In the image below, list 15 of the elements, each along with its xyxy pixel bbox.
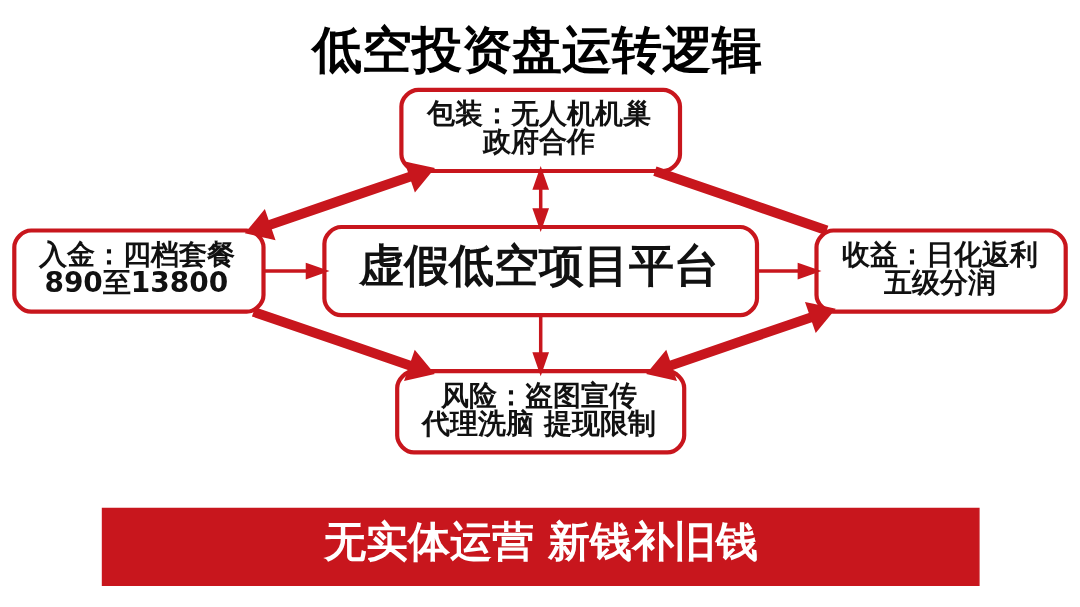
- arrow: [532, 165, 550, 232]
- arrow: [251, 306, 435, 381]
- arrow: [244, 160, 435, 240]
- arrow: [532, 314, 550, 376]
- node-box: 虚假低空项目平台: [322, 224, 760, 317]
- arrow: [757, 262, 822, 279]
- arrow: [646, 301, 836, 381]
- node-box: 风险：盗图宣传 代理洗脑 提现限制: [395, 368, 687, 454]
- node-box: 包装：无人机机巢 政府合作: [399, 87, 683, 173]
- node-box: 入金：四档套餐 890至13800: [12, 227, 266, 314]
- node-box: 无实体运营 新钱补旧钱: [101, 507, 980, 586]
- node-box: 收益：日化返利 五级分润: [814, 227, 1068, 314]
- arrow: [263, 262, 330, 279]
- connector: [653, 166, 829, 235]
- diagram-title: 低空投资盘运转逻辑: [312, 19, 763, 79]
